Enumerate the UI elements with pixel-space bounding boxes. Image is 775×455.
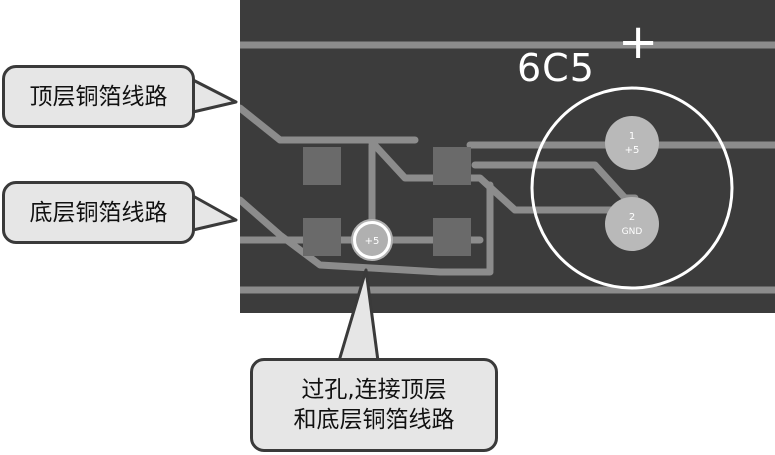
pointer-bottom-layer [192,194,238,232]
callout-top-layer-text: 顶层铜箔线路 [29,83,168,110]
pad-square-4 [433,218,471,256]
callout-bottom-layer: 底层铜箔线路 [2,181,195,244]
component-pad-1 [605,116,659,170]
pad2-net: GND [622,227,643,237]
callout-via: 过孔,连接顶层 和底层铜箔线路 [250,358,498,452]
via: +5 [351,219,393,261]
component-polarity: + [618,14,658,70]
callout-top-layer: 顶层铜箔线路 [2,65,195,128]
callout-via-line2: 和底层铜箔线路 [293,407,455,433]
via-inner [356,224,388,256]
component-6c5: 1 +5 2 GND 6C5 + [517,14,734,290]
pointer-top-layer [192,78,238,114]
pad1-number: 1 [629,131,635,142]
pad-square-2 [433,147,471,185]
pcb-board: +5 1 +5 2 GND 6C5 + [240,0,775,313]
smd-pads [303,147,471,256]
via-net-label: +5 [365,236,380,247]
pad1-net: +5 [625,145,640,156]
component-designator: 6C5 [517,46,595,90]
trace-lower-left-diagonal [240,196,494,276]
component-pad-2 [605,197,659,251]
component-outline [530,86,734,290]
pad-square-1 [303,147,341,185]
callout-via-line1: 过孔,连接顶层 [301,377,447,403]
callout-bottom-layer-text: 底层铜箔线路 [29,199,168,226]
pad2-number: 2 [629,212,635,223]
pad-square-3 [303,218,341,256]
